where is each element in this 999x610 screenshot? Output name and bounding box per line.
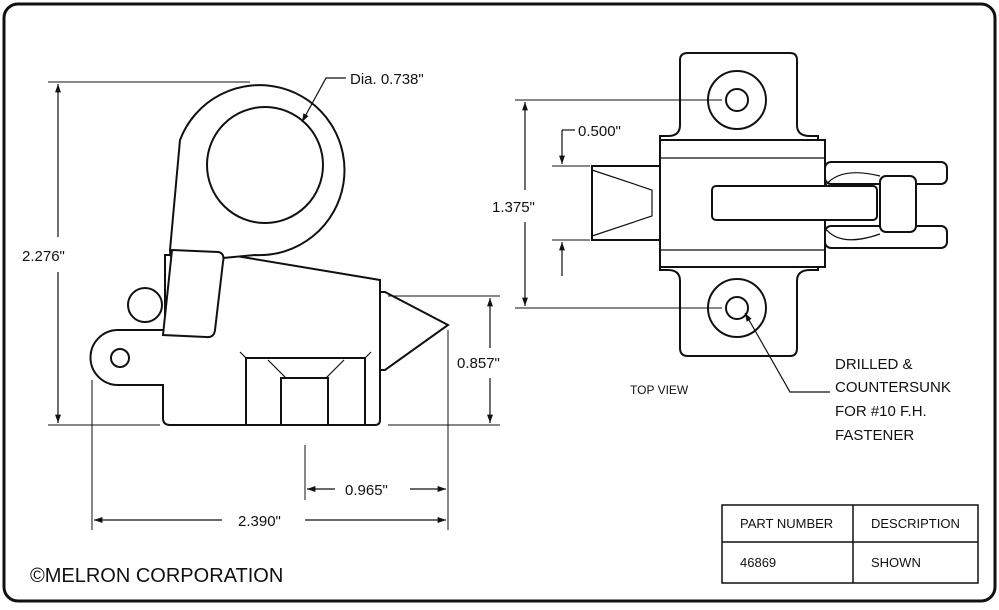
dim-overall-width: 2.390" [238,513,281,530]
note-line-3: FOR #10 F.H. [835,403,927,420]
side-pocket-edge-l [239,351,247,359]
top-nose [591,165,661,241]
copyright-text: ©MELRON CORPORATION [30,565,283,587]
dia-leader [301,77,346,123]
table-frame [721,504,979,584]
table-header-desc: DESCRIPTION [871,516,960,531]
table-cell-part: 46869 [740,555,776,570]
dim-hole-spacing: 1.375" [492,199,535,216]
side-pocket-edge-r [364,351,372,359]
note-line-1: DRILLED & [835,356,913,373]
dim-nose-length: 0.965" [345,482,388,499]
side-clamp-bore [206,106,324,224]
side-lever [161,248,225,339]
top-nose-chamfer [591,169,653,237]
top-view-label: TOP VIEW [630,383,689,397]
top-view: 1.375" 0.500" DRILLED & COUNTERSUNK FOR … [492,52,951,444]
top-slot [711,185,878,221]
side-knob [127,287,163,323]
top-hole-lower-inner [725,296,749,320]
side-view: Dia. 0.738" 2.276" 0.857" 0.965" 2.390" [22,71,500,530]
table-header-part: PART NUMBER [740,516,833,531]
dim-clamp-dia: Dia. 0.738" [350,71,424,88]
side-bolt-bore [280,377,329,426]
note-line-4: FASTENER [835,427,914,444]
dim-slot-width: 0.500" [578,123,621,140]
part-table: PART NUMBER DESCRIPTION 46869 SHOWN [721,504,979,584]
table-cell-desc: SHOWN [871,555,921,570]
note-line-2: COUNTERSUNK [835,379,951,396]
top-hinge-curve [824,172,881,241]
dim-nose-height: 0.857" [457,355,500,372]
note-leader [744,312,830,393]
top-hole-upper-inner [725,88,749,112]
dim-overall-height: 2.276" [22,248,65,265]
side-tab-hole [110,348,130,368]
side-nose [379,291,450,371]
top-hinge-block [879,175,917,233]
